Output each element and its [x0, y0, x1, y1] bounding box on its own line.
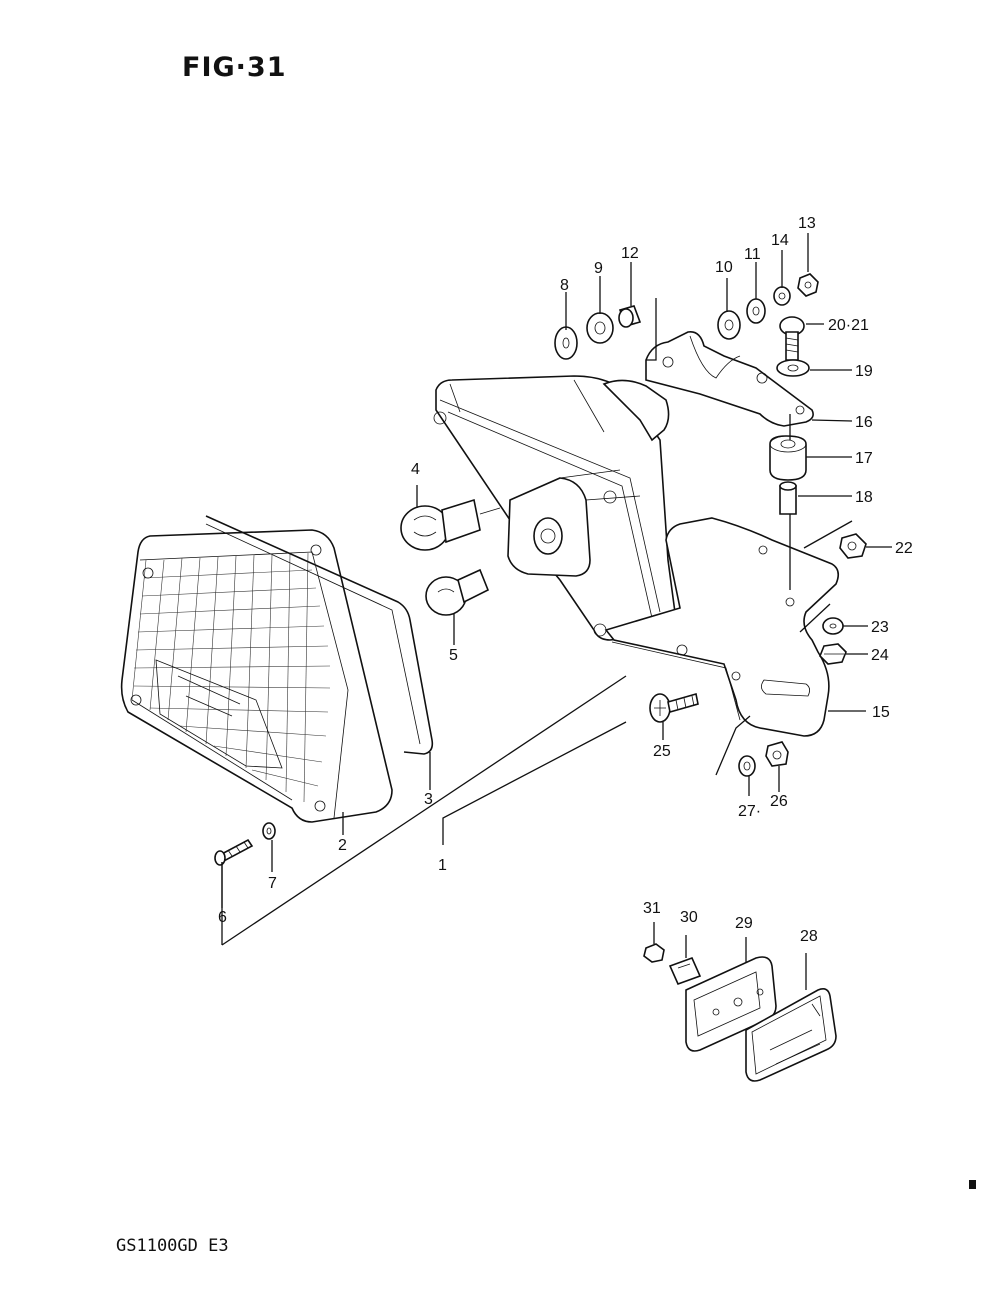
callout-4: 4 — [411, 461, 420, 478]
callout-2: 2 — [338, 837, 347, 854]
callout-30: 30 — [680, 909, 698, 926]
nut-31 — [643, 943, 665, 963]
nut-26 — [765, 741, 789, 767]
tail-lamp-housing — [433, 375, 677, 641]
callout-27: 27· — [738, 803, 761, 820]
tail-lens — [120, 529, 393, 823]
washer-14 — [773, 286, 791, 306]
callout-20-21: 20·21 — [828, 317, 869, 334]
callout-18: 18 — [855, 489, 873, 506]
washer-11 — [746, 298, 766, 324]
washer-10 — [717, 310, 741, 340]
washer-7 — [262, 822, 276, 840]
bulb-4 — [400, 498, 501, 551]
bolt-20-21 — [779, 316, 805, 361]
callout-9: 9 — [594, 260, 603, 277]
callout-1: 1 — [438, 857, 447, 874]
callout-15: 15 — [872, 704, 890, 721]
washer-27 — [738, 755, 756, 777]
mounting-bracket — [604, 517, 840, 737]
callout-6: 6 — [218, 909, 227, 926]
callout-28: 28 — [800, 928, 818, 945]
callout-24: 24 — [871, 647, 889, 664]
figure-title: FIG·31 — [182, 52, 287, 83]
washer-8 — [554, 326, 578, 360]
screw-25 — [649, 692, 699, 723]
bulb-5 — [425, 568, 490, 616]
callout-16: 16 — [855, 414, 873, 431]
reflector-28 — [745, 988, 837, 1082]
callout-17: 17 — [855, 450, 873, 467]
callout-5: 5 — [449, 647, 458, 664]
callout-25: 25 — [653, 743, 671, 760]
grommet-9 — [586, 312, 614, 344]
callout-26: 26 — [770, 793, 788, 810]
clip-30 — [668, 956, 702, 986]
washer-19 — [776, 359, 810, 377]
leader-lines — [221, 233, 892, 990]
callout-10: 10 — [715, 259, 733, 276]
callout-7: 7 — [268, 875, 277, 892]
collar-12 — [618, 305, 642, 328]
callout-labels: 1 2 3 4 5 6 7 8 9 10 11 12 13 14 15 16 1… — [218, 215, 913, 945]
callout-3: 3 — [424, 791, 433, 808]
callout-11: 11 — [744, 246, 761, 263]
screw-6 — [214, 838, 254, 866]
model-code: GS1100GD E3 — [116, 1236, 229, 1256]
nut-24 — [819, 643, 847, 665]
callout-8: 8 — [560, 277, 569, 294]
upper-bracket — [645, 330, 814, 427]
callout-19: 19 — [855, 363, 873, 380]
callout-31: 31 — [643, 900, 661, 917]
callout-29: 29 — [735, 915, 753, 932]
nut-22 — [839, 533, 867, 559]
lens-gasket — [205, 515, 434, 755]
washer-23 — [822, 617, 844, 635]
page-marker — [969, 1180, 976, 1189]
callout-23: 23 — [871, 619, 889, 636]
cushion-17 — [769, 435, 807, 481]
callout-22: 22 — [895, 540, 913, 557]
callout-14: 14 — [771, 232, 789, 249]
callout-12: 12 — [621, 245, 639, 262]
spacer-18 — [779, 481, 797, 515]
callout-13: 13 — [798, 215, 816, 232]
nut-13 — [797, 273, 819, 297]
